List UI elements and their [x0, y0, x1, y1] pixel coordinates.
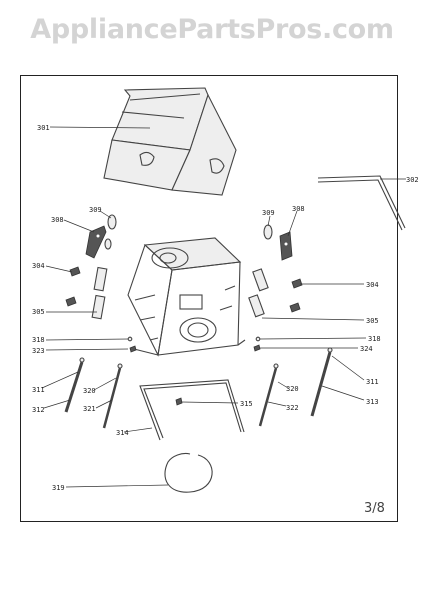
part-305-right-bracket[interactable] — [248, 268, 269, 318]
callout-305-left: 305 — [32, 308, 45, 316]
callout-312: 312 — [32, 406, 45, 414]
callout-315: 315 — [240, 400, 253, 408]
part-308-left-hinge[interactable] — [85, 225, 107, 259]
callout-321: 321 — [83, 405, 96, 413]
callout-309-right: 309 — [262, 209, 275, 217]
part-308-right-hinge[interactable] — [279, 231, 293, 261]
part-311-313-right-rail[interactable] — [310, 347, 333, 417]
part-320-321-left-strip[interactable] — [102, 363, 123, 429]
callout-324: 324 — [360, 345, 373, 353]
callout-318-right: 318 — [368, 335, 381, 343]
part-305-left-bracket[interactable] — [91, 266, 108, 320]
part-318-right-screw[interactable] — [255, 336, 261, 342]
callout-319: 319 — [52, 484, 65, 492]
part-323-left-clip[interactable] — [129, 345, 137, 353]
callout-320-left: 320 — [83, 387, 96, 395]
callout-314: 314 — [116, 429, 129, 437]
callout-320-right: 320 — [286, 385, 299, 393]
callout-308-right: 308 — [292, 205, 305, 213]
callout-309-left: 309 — [89, 206, 102, 214]
part-301-top-cover[interactable] — [103, 87, 237, 196]
part-320-322-right-strip[interactable] — [258, 363, 279, 427]
callout-305-right: 305 — [366, 317, 379, 325]
dishwasher-tub-assembly[interactable] — [127, 237, 246, 357]
part-302-gasket[interactable] — [317, 175, 406, 231]
part-304-right-clip[interactable] — [289, 278, 303, 313]
callout-313: 313 — [366, 398, 379, 406]
part-318-left-screw[interactable] — [127, 336, 133, 342]
part-311-312-left-rail[interactable] — [64, 357, 85, 413]
callout-311-right: 311 — [366, 378, 379, 386]
callout-304-right: 304 — [366, 281, 379, 289]
callout-308-left: 308 — [51, 216, 64, 224]
callout-323: 323 — [32, 347, 45, 355]
part-315-clip[interactable] — [175, 397, 183, 406]
watermark-title: AppliancePartsPros.com — [30, 14, 394, 45]
part-304-left-clip[interactable] — [65, 266, 81, 307]
callout-318-left: 318 — [32, 336, 45, 344]
page-number: 3/8 — [364, 501, 385, 516]
part-324-right-clip[interactable] — [253, 344, 261, 352]
part-319-ring-gasket[interactable] — [164, 452, 213, 493]
callout-301: 301 — [37, 124, 50, 132]
part-309-left-bracket[interactable] — [104, 214, 117, 250]
callout-304-left: 304 — [32, 262, 45, 270]
part-309-right-bracket[interactable] — [263, 224, 273, 240]
callout-311-left: 311 — [32, 386, 45, 394]
callout-302: 302 — [406, 176, 419, 184]
diagram-frame — [20, 75, 398, 522]
callout-322: 322 — [286, 404, 299, 412]
part-314-bottom-gasket[interactable] — [139, 379, 245, 441]
